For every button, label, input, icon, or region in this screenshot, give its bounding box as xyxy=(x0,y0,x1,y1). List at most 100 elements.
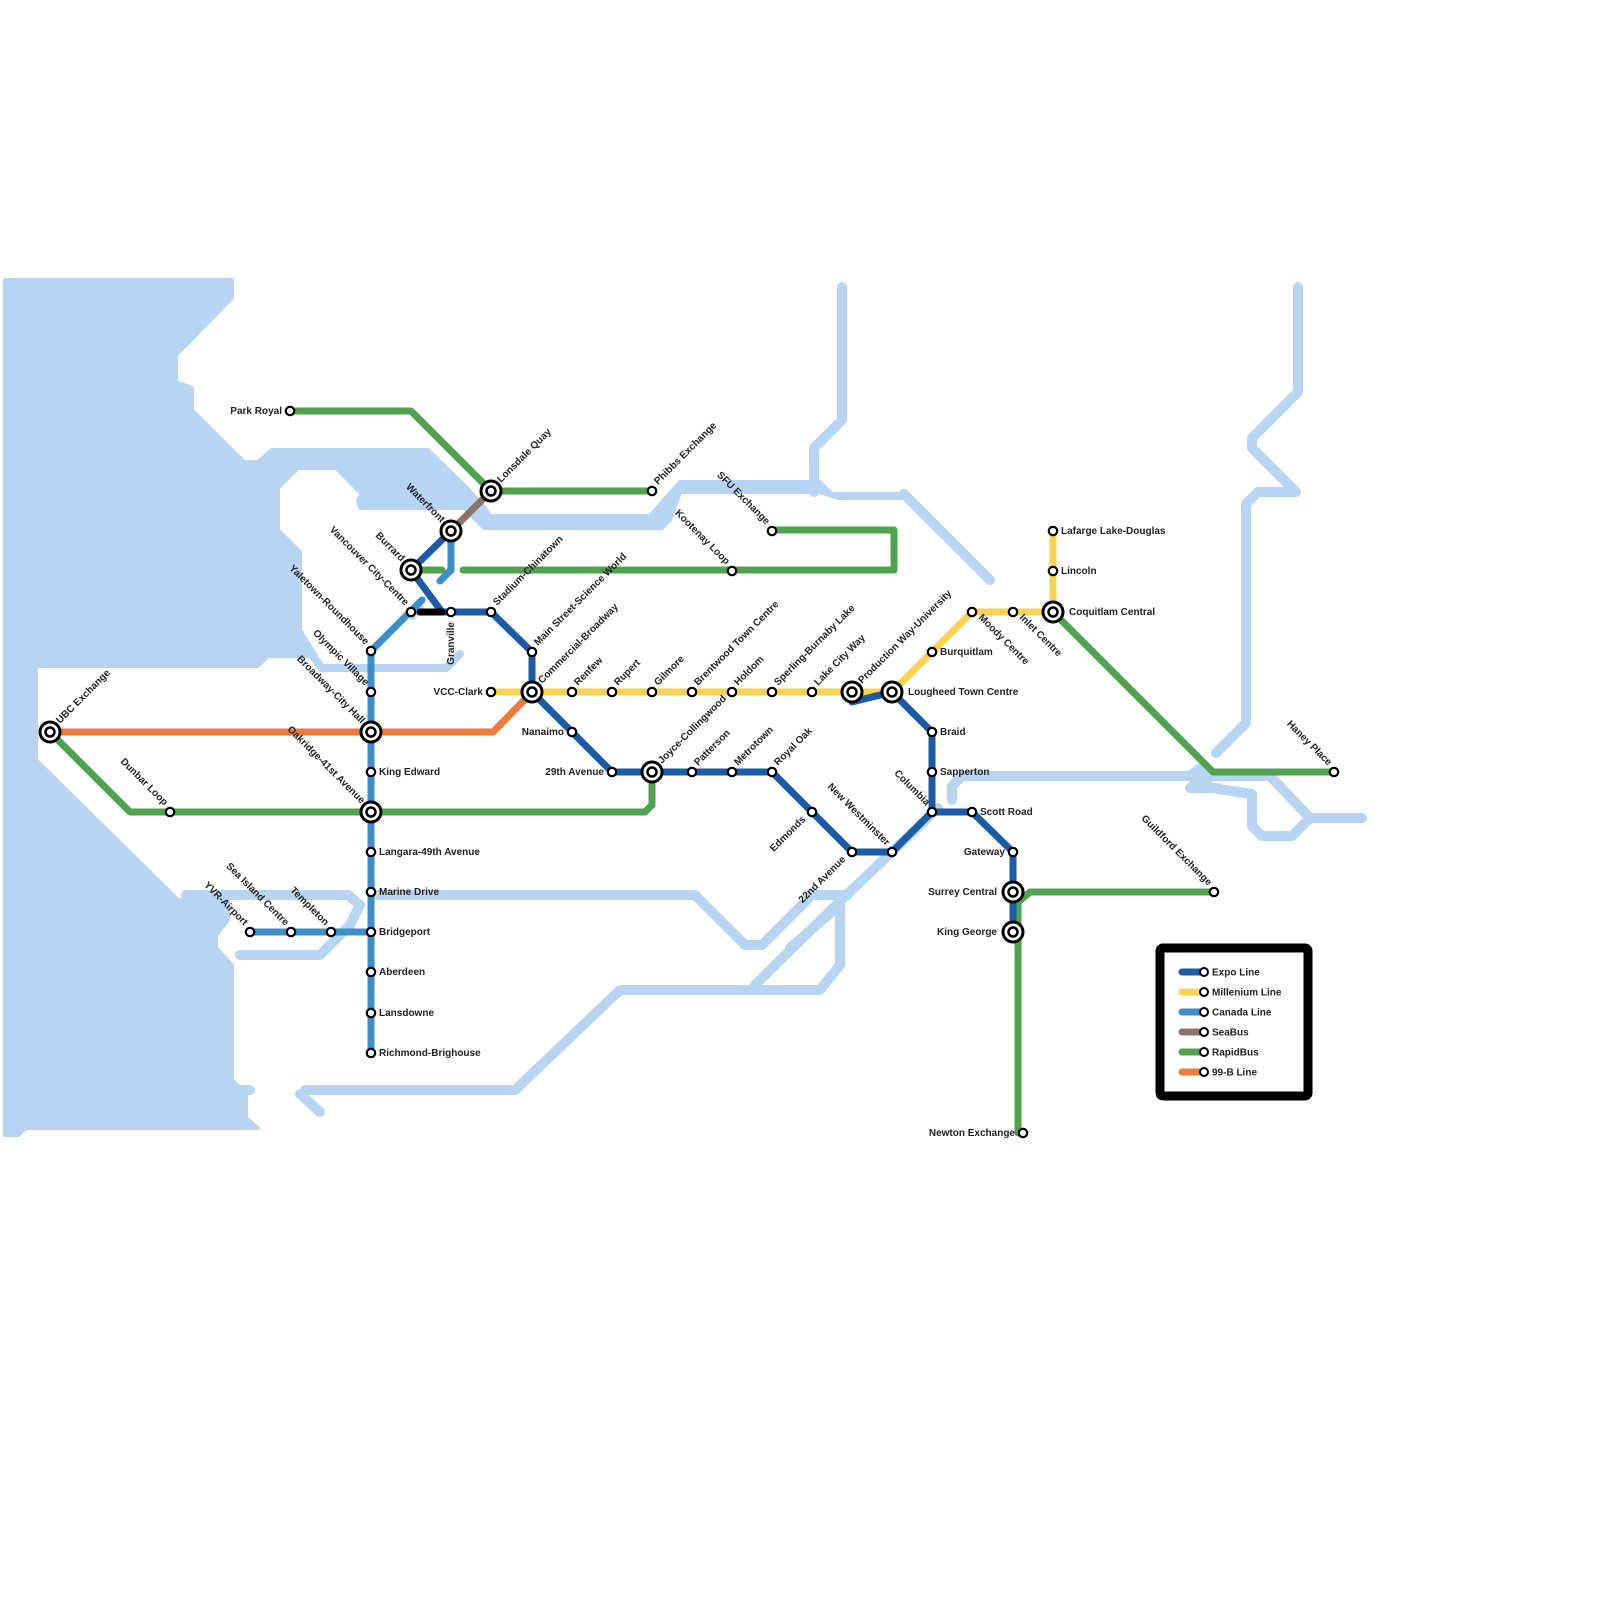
station-king-george[interactable] xyxy=(1001,920,1025,944)
station-sea-island-centre[interactable] xyxy=(285,926,297,938)
fraser-upper xyxy=(947,763,1367,841)
legend-label: RapidBus xyxy=(1212,1048,1259,1059)
station-king-edward[interactable] xyxy=(365,766,377,778)
station-lake-city-way[interactable] xyxy=(806,686,818,698)
station-vcc-clark[interactable] xyxy=(485,686,497,698)
station-marker xyxy=(485,606,497,618)
rapidbus-coquitlam-haney xyxy=(1049,608,1338,776)
station-gateway[interactable] xyxy=(1007,846,1019,858)
station-gilmore[interactable] xyxy=(646,686,658,698)
legend-item-99-b-line: 99-B Line xyxy=(1178,1067,1257,1079)
station-granville[interactable] xyxy=(445,606,457,618)
station-marker xyxy=(606,766,618,778)
station-nanaimo[interactable] xyxy=(566,726,578,738)
station-guildford-exchange[interactable] xyxy=(1208,886,1220,898)
station-lansdowne[interactable] xyxy=(365,1007,377,1019)
station-bridgeport[interactable] xyxy=(365,926,377,938)
station-commercial-broadway[interactable] xyxy=(520,680,544,704)
station-langara[interactable] xyxy=(365,846,377,858)
station-marker xyxy=(766,525,778,537)
station-burquitlam[interactable] xyxy=(926,646,938,658)
interchange-core xyxy=(445,525,457,537)
station-sfu-exchange[interactable] xyxy=(766,525,778,537)
station-waterfront[interactable] xyxy=(439,519,463,543)
station-marker xyxy=(566,686,578,698)
station-inlet-centre[interactable] xyxy=(1007,606,1019,618)
label-avenue-29th: 29th Avenue xyxy=(545,767,604,778)
station-moody-centre[interactable] xyxy=(966,606,978,618)
station-aberdeen[interactable] xyxy=(365,966,377,978)
station-coquitlam-central[interactable] xyxy=(1041,600,1065,624)
station-broadway-city-hall[interactable] xyxy=(359,720,383,744)
station-olympic-village[interactable] xyxy=(365,686,377,698)
station-scott-road[interactable] xyxy=(966,806,978,818)
station-park-royal[interactable] xyxy=(284,405,296,417)
station-yvr-airport[interactable] xyxy=(244,926,256,938)
station-templeton[interactable] xyxy=(325,926,337,938)
station-marine-drive[interactable] xyxy=(365,886,377,898)
station-lonsdale-quay[interactable] xyxy=(479,479,503,503)
station-patterson[interactable] xyxy=(686,766,698,778)
label-lansdowne: Lansdowne xyxy=(379,1008,434,1019)
station-yaletown-roundhouse[interactable] xyxy=(365,645,377,657)
label-gilmore: Gilmore xyxy=(652,653,687,688)
station-edmonds[interactable] xyxy=(806,806,818,818)
strait-of-georgia xyxy=(3,278,906,1137)
interchange-core xyxy=(846,686,858,698)
station-marker xyxy=(284,405,296,417)
label-production-way: Production Way-University xyxy=(856,588,954,686)
label-nanaimo: Nanaimo xyxy=(522,727,564,738)
station-braid[interactable] xyxy=(926,726,938,738)
station-stadium-chinatown[interactable] xyxy=(485,606,497,618)
station-vancouver-city-centre[interactable] xyxy=(405,606,417,618)
station-renfew[interactable] xyxy=(566,686,578,698)
station-lincoln[interactable] xyxy=(1047,565,1059,577)
label-langara: Langara-49th Avenue xyxy=(379,847,480,858)
label-lafarge: Lafarge Lake-Douglas xyxy=(1061,526,1166,537)
station-joyce[interactable] xyxy=(640,760,664,784)
station-avenue-22nd[interactable] xyxy=(846,846,858,858)
label-guildford-exchange: Guildford Exchange xyxy=(1139,813,1214,888)
station-holdom[interactable] xyxy=(726,686,738,698)
station-newton-exchange[interactable] xyxy=(1017,1127,1029,1139)
station-sapperton[interactable] xyxy=(926,766,938,778)
station-dunbar-loop[interactable] xyxy=(164,806,176,818)
station-main-street[interactable] xyxy=(526,646,538,658)
station-surrey-central[interactable] xyxy=(1001,880,1025,904)
station-royal-oak[interactable] xyxy=(766,766,778,778)
station-lafarge[interactable] xyxy=(1047,525,1059,537)
station-sperling[interactable] xyxy=(766,686,778,698)
station-production-way[interactable] xyxy=(840,680,864,704)
station-richmond-brighouse[interactable] xyxy=(365,1047,377,1059)
legend-label: SeaBus xyxy=(1212,1028,1249,1039)
interchange-core xyxy=(44,726,56,738)
station-oakridge[interactable] xyxy=(359,800,383,824)
station-new-westminster[interactable] xyxy=(886,846,898,858)
station-brentwood[interactable] xyxy=(686,686,698,698)
legend-item-rapidbus: RapidBus xyxy=(1178,1047,1259,1059)
station-kootenay-loop[interactable] xyxy=(726,565,738,577)
label-granville: Granville xyxy=(446,622,457,665)
label-gateway: Gateway xyxy=(964,847,1006,858)
station-metrotown[interactable] xyxy=(726,766,738,778)
station-marker xyxy=(365,1047,377,1059)
label-king-george: King George xyxy=(937,927,997,938)
station-marker xyxy=(244,926,256,938)
station-marker xyxy=(365,926,377,938)
station-rupert[interactable] xyxy=(606,686,618,698)
station-ubc-exchange[interactable] xyxy=(38,720,62,744)
station-marker xyxy=(726,686,738,698)
station-phibbs-exchange[interactable] xyxy=(646,485,658,497)
station-avenue-29th[interactable] xyxy=(606,766,618,778)
station-marker xyxy=(726,565,738,577)
station-marker xyxy=(1007,606,1019,618)
label-royal-oak: Royal Oak xyxy=(772,725,815,768)
interchange-core xyxy=(405,564,417,576)
label-aberdeen: Aberdeen xyxy=(379,967,425,978)
station-marker xyxy=(365,886,377,898)
station-columbia[interactable] xyxy=(926,806,938,818)
station-haney-place[interactable] xyxy=(1328,766,1340,778)
station-lougheed[interactable] xyxy=(880,680,904,704)
rapidbus-north-shore xyxy=(286,407,656,495)
station-burrard[interactable] xyxy=(399,558,423,582)
